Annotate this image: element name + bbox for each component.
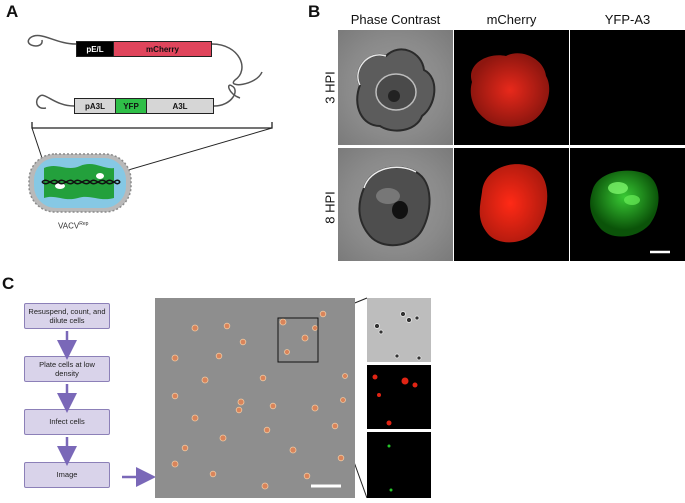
inset-box bbox=[277, 317, 319, 363]
image-inset-yfp bbox=[367, 432, 431, 498]
image-mcherry-8hpi bbox=[454, 148, 569, 261]
mcherry-segment: mCherry bbox=[113, 41, 212, 57]
panel-a-diagram bbox=[27, 34, 273, 213]
image-inset-phase bbox=[367, 298, 431, 362]
image-yfp-3hpi bbox=[570, 30, 685, 145]
yfp-segment: YFP bbox=[115, 98, 147, 114]
flow-step-resuspend: Resuspend, count, and dilute cells bbox=[24, 303, 110, 329]
panel-a-letter: A bbox=[6, 2, 19, 21]
image-inset-mcherry bbox=[367, 365, 431, 429]
vacv-particle-icon bbox=[28, 153, 132, 213]
flow-step-infect: Infect cells bbox=[24, 409, 110, 435]
a3l-segment: A3L bbox=[146, 98, 214, 114]
image-mcherry-3hpi bbox=[454, 30, 569, 145]
column-header-phase: Phase Contrast bbox=[350, 12, 441, 27]
panel-c-letter: C bbox=[2, 274, 15, 293]
image-yfp-8hpi bbox=[570, 148, 685, 261]
column-header-mcherry: mCherry bbox=[486, 12, 537, 27]
panel-b-letter: B bbox=[308, 2, 321, 21]
image-field-overview bbox=[155, 298, 355, 498]
column-header-yfp: YFP-A3 bbox=[604, 12, 651, 27]
image-phase-3hpi bbox=[338, 30, 453, 145]
image-phase-8hpi bbox=[338, 148, 453, 261]
flow-step-image: Image bbox=[24, 462, 110, 488]
vacv-label: VACVRep bbox=[58, 221, 89, 231]
